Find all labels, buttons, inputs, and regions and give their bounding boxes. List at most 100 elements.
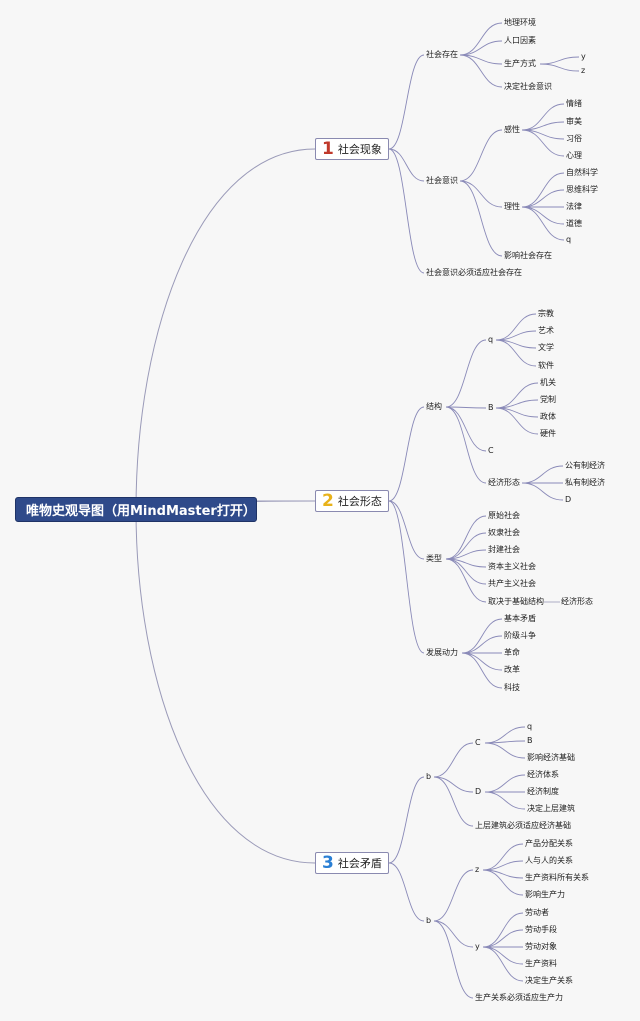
leaf-node[interactable]: 私有制经济: [565, 478, 605, 487]
leaf-node[interactable]: 生产资料所有关系: [525, 873, 589, 882]
leaf-node[interactable]: 道德: [566, 219, 582, 228]
subtopic-node[interactable]: 生产方式: [504, 59, 536, 68]
subtopic-node[interactable]: C: [475, 738, 481, 747]
leaf-node[interactable]: 党制: [540, 395, 556, 404]
subtopic-node[interactable]: B: [488, 403, 494, 412]
connector-line: [433, 742, 474, 778]
topic-node[interactable]: 社会意识必须适应社会存在: [426, 268, 522, 277]
branch-2-social-form[interactable]: 2 社会形态: [315, 490, 389, 512]
topic-node[interactable]: 结构: [426, 402, 442, 411]
topic-node[interactable]: b: [426, 772, 432, 781]
subtopic-node[interactable]: 取决于基础结构: [488, 597, 544, 606]
subtopic-node[interactable]: 资本主义社会: [488, 562, 536, 571]
subtopic-node[interactable]: 改革: [504, 665, 520, 674]
connector-line: [521, 103, 565, 131]
leaf-node[interactable]: 硬件: [540, 429, 556, 438]
connector-line: [539, 56, 580, 65]
connector-line: [388, 500, 425, 654]
leaf-node[interactable]: 机关: [540, 378, 556, 387]
leaf-node[interactable]: 劳动手段: [525, 925, 557, 934]
subtopic-node[interactable]: 经济形态: [488, 478, 520, 487]
topic-node[interactable]: 社会意识: [426, 176, 458, 185]
connector-line: [484, 774, 526, 793]
leaf-node[interactable]: 决定上层建筑: [527, 804, 575, 813]
subtopic-node[interactable]: 共产主义社会: [488, 579, 536, 588]
leaf-node[interactable]: 软件: [538, 361, 554, 370]
leaf-node[interactable]: B: [527, 736, 533, 745]
leaf-node[interactable]: 劳动者: [525, 908, 549, 917]
leaf-node[interactable]: 经济形态: [561, 597, 593, 606]
topic-node[interactable]: 类型: [426, 554, 442, 563]
subtopic-node[interactable]: 奴隶社会: [488, 528, 520, 537]
connector-line: [445, 406, 487, 452]
branch-number-3: 3: [322, 852, 334, 873]
leaf-node[interactable]: 审美: [566, 117, 582, 126]
leaf-node[interactable]: 法律: [566, 202, 582, 211]
branch-3-social-contradiction[interactable]: 3 社会矛盾: [315, 852, 389, 874]
connector-line: [388, 862, 425, 922]
connector-line: [388, 54, 425, 150]
subtopic-node[interactable]: 理性: [504, 202, 520, 211]
subtopic-node[interactable]: 人口因素: [504, 36, 536, 45]
connector-line: [459, 129, 503, 182]
connector-line: [461, 618, 503, 654]
branch-1-social-phenomenon[interactable]: 1 社会现象: [315, 138, 389, 160]
subtopic-node[interactable]: 感性: [504, 125, 520, 134]
connector-line: [521, 206, 565, 225]
leaf-node[interactable]: 决定生产关系: [525, 976, 573, 985]
connector-line: [388, 148, 425, 274]
subtopic-node[interactable]: 基本矛盾: [504, 614, 536, 623]
leaf-node[interactable]: 经济体系: [527, 770, 559, 779]
leaf-node[interactable]: 生产资料: [525, 959, 557, 968]
subtopic-node[interactable]: z: [475, 865, 480, 874]
branch-number-1: 1: [322, 138, 334, 159]
subtopic-node[interactable]: D: [475, 787, 482, 796]
leaf-node[interactable]: 艺术: [538, 326, 554, 335]
connector-line: [521, 189, 565, 208]
subtopic-node[interactable]: 科技: [504, 683, 520, 692]
leaf-node[interactable]: 政体: [540, 412, 556, 421]
connector-line: [484, 791, 526, 810]
subtopic-node[interactable]: 革命: [504, 648, 520, 657]
topic-node[interactable]: b: [426, 916, 432, 925]
subtopic-node[interactable]: 阶级斗争: [504, 631, 536, 640]
topic-node[interactable]: 发展动力: [426, 648, 458, 657]
connector-line: [388, 776, 425, 864]
leaf-node[interactable]: 自然科学: [566, 168, 598, 177]
connector-line: [388, 500, 425, 560]
leaf-node[interactable]: 人与人的关系: [525, 856, 573, 865]
leaf-node[interactable]: D: [565, 495, 572, 504]
leaf-node[interactable]: 情绪: [566, 99, 582, 108]
leaf-node[interactable]: 公有制经济: [565, 461, 605, 470]
leaf-node[interactable]: 习俗: [566, 134, 582, 143]
subtopic-node[interactable]: 影响社会存在: [504, 251, 552, 260]
subtopic-node[interactable]: 地理环境: [504, 18, 536, 27]
leaf-node[interactable]: 影响经济基础: [527, 753, 575, 762]
leaf-node[interactable]: 宗教: [538, 309, 554, 318]
subtopic-node[interactable]: q: [488, 335, 494, 344]
subtopic-node[interactable]: 原始社会: [488, 511, 520, 520]
subtopic-node[interactable]: 生产关系必须适应生产力: [475, 993, 563, 1002]
leaf-node[interactable]: q: [527, 722, 533, 731]
leaf-node[interactable]: 影响生产力: [525, 890, 565, 899]
leaf-node[interactable]: 思维科学: [566, 185, 598, 194]
root-node[interactable]: 唯物史观导图（用MindMaster打开）: [15, 497, 257, 522]
leaf-node[interactable]: 心理: [566, 151, 582, 160]
subtopic-node[interactable]: C: [488, 446, 494, 455]
leaf-node[interactable]: 产品分配关系: [525, 839, 573, 848]
connector-line: [445, 549, 487, 560]
topic-node[interactable]: 社会存在: [426, 50, 458, 59]
leaf-node[interactable]: z: [581, 66, 586, 75]
subtopic-node[interactable]: 上层建筑必须适应经济基础: [475, 821, 571, 830]
leaf-node[interactable]: 劳动对象: [525, 942, 557, 951]
connector-line: [484, 726, 526, 744]
connector-line: [521, 172, 565, 208]
subtopic-node[interactable]: 封建社会: [488, 545, 520, 554]
leaf-node[interactable]: 经济制度: [527, 787, 559, 796]
subtopic-node[interactable]: 决定社会意识: [504, 82, 552, 91]
leaf-node[interactable]: q: [566, 235, 572, 244]
subtopic-node[interactable]: y: [475, 942, 480, 951]
leaf-node[interactable]: 文学: [538, 343, 554, 352]
leaf-node[interactable]: y: [581, 52, 586, 61]
